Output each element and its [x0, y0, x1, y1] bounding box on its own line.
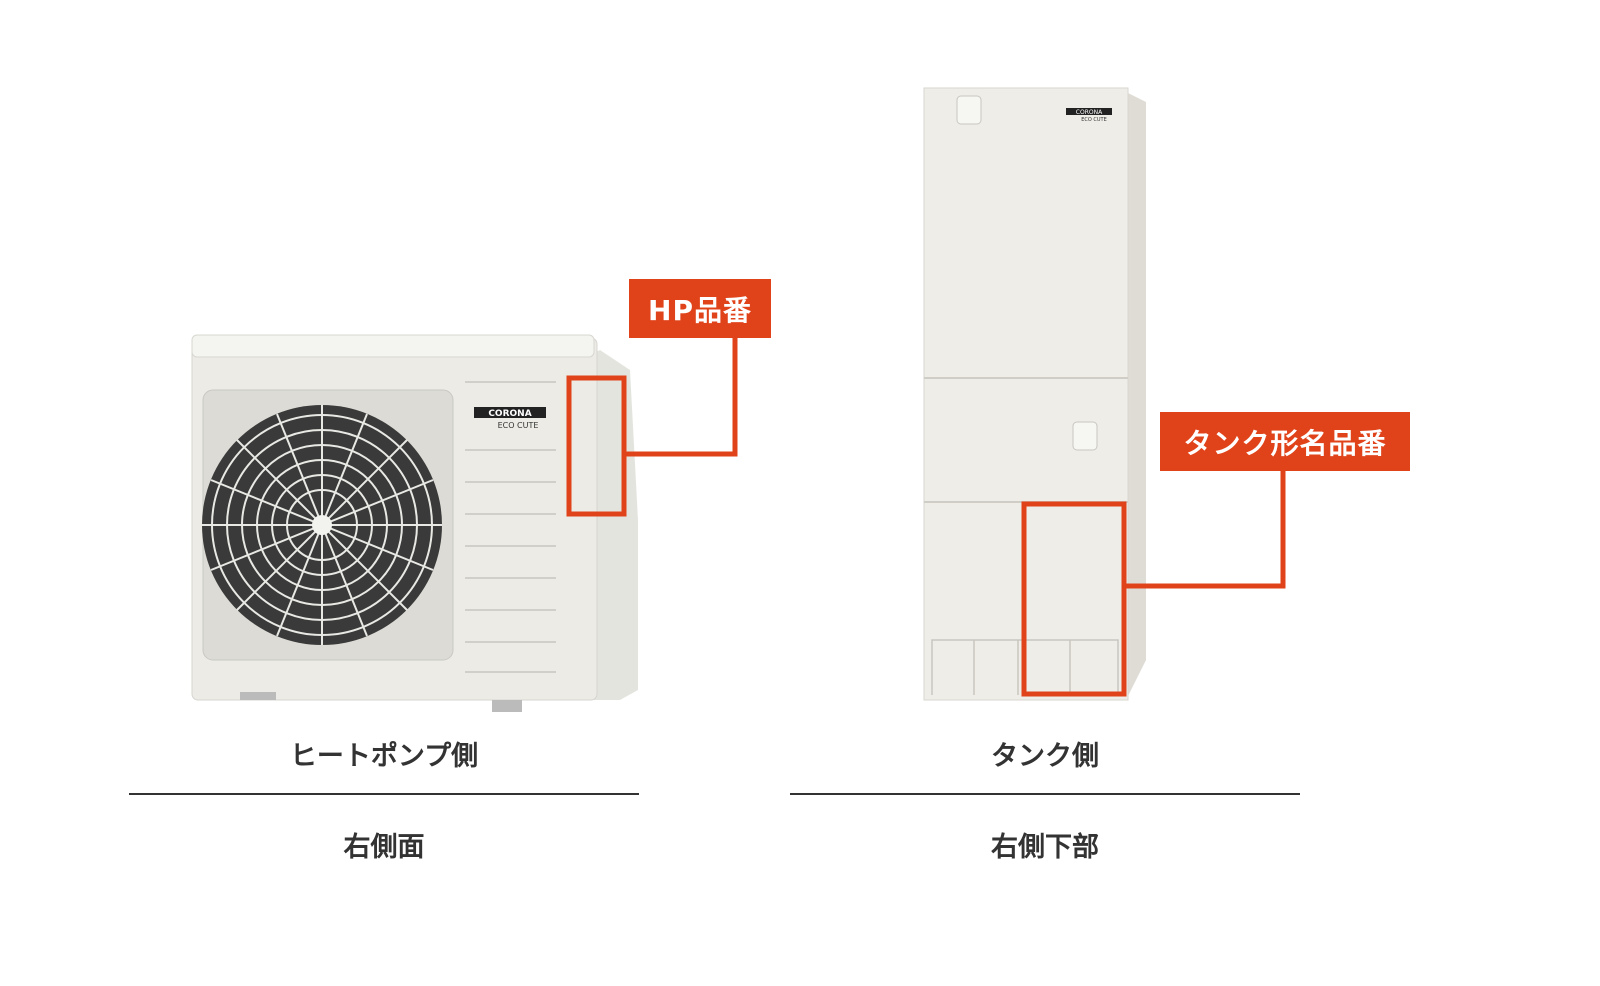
tank-callout-line	[1126, 470, 1286, 589]
tank-location: 右側下部	[991, 832, 1099, 863]
tank-model-tag: タンク形名品番	[1160, 412, 1410, 471]
heat-pump-divider	[129, 793, 639, 795]
tank-unit-image: CORONA ECO CUTE	[923, 87, 1146, 701]
heat-pump-model-tag: HP品番	[629, 279, 771, 338]
heat-pump-location: 右側面	[343, 832, 425, 863]
tank-divider	[790, 793, 1300, 795]
heat-pump-model-location-highlight	[566, 375, 627, 517]
heat-pump-brand-sub: ECO CUTE	[498, 421, 539, 430]
tank-model-location-highlight	[1021, 501, 1127, 697]
tank-brand-logo: CORONA	[1076, 109, 1103, 116]
heat-pump-callout-line	[626, 338, 738, 457]
heat-pump-brand-logo: CORONA	[488, 409, 531, 419]
heat-pump-unit-image: CORONA ECO CUTE	[191, 334, 638, 712]
heat-pump-title: ヒートポンプ側	[289, 741, 479, 772]
tank-title: タンク側	[991, 741, 1099, 772]
tank-brand-sub: ECO CUTE	[1081, 117, 1107, 123]
